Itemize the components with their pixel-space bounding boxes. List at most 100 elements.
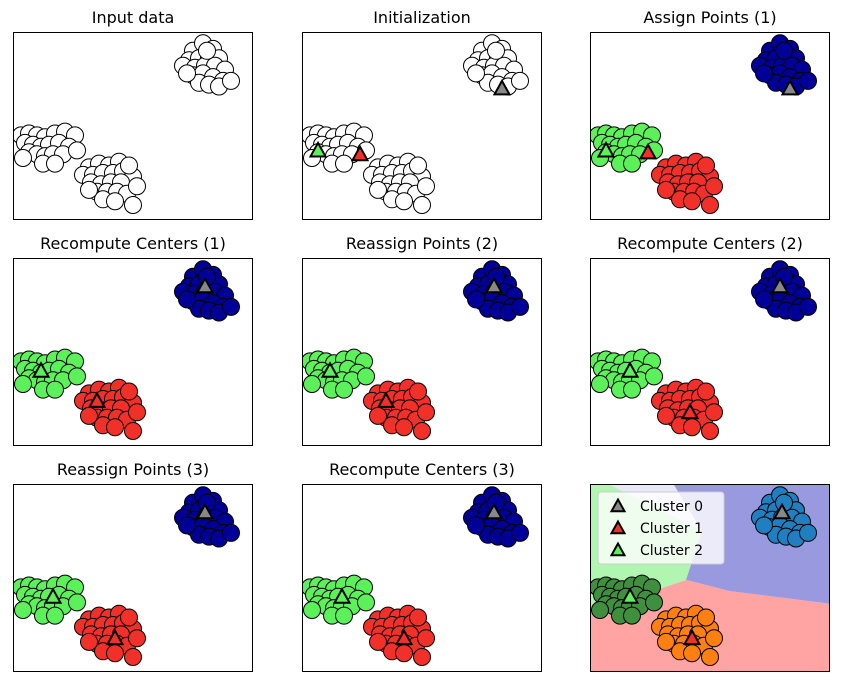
data-point [645,367,663,386]
data-point [701,648,719,666]
data-point [303,601,321,619]
cluster-center-1 [638,142,658,160]
axes-frame [590,32,830,220]
legend-label: Cluster 2 [640,543,703,559]
data-point [657,406,675,425]
data-point [701,422,719,440]
plot-area [13,486,240,666]
cluster-center-0 [780,78,800,96]
cluster-center-0 [195,502,215,520]
cluster-center-1 [680,402,700,420]
data-point [413,196,431,214]
data-point [755,290,773,309]
data-point [46,606,64,625]
data-point [335,154,353,173]
data-point [46,380,64,399]
axes-frame [302,484,542,672]
plot-area [302,260,529,440]
cluster-center-2 [31,361,51,378]
data-point [120,608,138,627]
cluster-center-1 [87,391,107,408]
plot-area [590,34,817,214]
data-point [80,180,98,199]
data-point [222,523,240,542]
data-point [623,606,641,625]
data-point [409,156,427,175]
data-point [413,648,431,666]
data-point [755,516,773,535]
cluster-center-0 [492,78,512,96]
cluster-center-2 [620,361,640,378]
data-point [120,382,138,401]
cluster-center-1 [394,628,414,646]
data-point [623,154,641,173]
cluster-center-0 [772,502,792,520]
data-point [657,632,675,651]
data-point [124,648,142,666]
data-point [705,629,723,648]
panel-title: Initialization [373,8,471,27]
panel-title: Recompute Centers (2) [617,234,803,253]
data-point [409,382,427,401]
panel-title: Reassign Points (2) [346,234,498,253]
axes-frame [13,484,253,672]
axes-frame [302,258,542,446]
data-point [357,367,375,386]
legend-marker-0 [609,497,627,513]
data-point [395,418,413,437]
data-point [697,382,715,401]
cluster-center-0 [484,276,504,294]
data-point [511,71,529,90]
data-point [46,154,64,173]
data-point [417,177,435,196]
data-point [697,156,715,175]
data-point [755,64,773,83]
data-point [369,632,387,651]
data-point [303,375,321,393]
cluster-center-1 [350,144,370,162]
data-point [357,593,375,612]
cluster-center-2 [43,587,63,604]
panel-title: Assign Points (1) [643,8,776,27]
data-point [591,375,609,393]
data-point [80,406,98,425]
data-point [409,608,427,627]
axes-frame [13,32,253,220]
data-point [222,297,240,316]
data-point [14,601,32,619]
data-point [701,196,719,214]
cluster-center-0 [195,276,215,294]
panel-title: Recompute Centers (3) [329,460,515,479]
data-point [413,422,431,440]
data-point [128,629,146,648]
data-point [591,601,609,619]
cluster-center-0 [484,502,504,520]
panel-title: Input data [92,8,175,27]
legend-label: Cluster 1 [640,521,703,537]
data-point [178,290,196,309]
data-point [14,375,32,393]
data-point [68,367,86,386]
data-point [335,380,353,399]
axes-frame [590,484,830,672]
panel-4: Recompute Centers (1) [13,234,253,446]
cluster-center-2 [332,587,352,604]
data-point [705,403,723,422]
data-point [14,149,32,167]
panel-title: Reassign Points (3) [57,460,209,479]
data-point [799,523,817,542]
axes-frame [302,32,542,220]
cluster-center-0 [770,276,790,294]
data-point [645,593,663,612]
cluster-center-2 [308,140,328,158]
panel-3: Assign Points (1) [590,8,830,220]
panel-2: Initialization [302,8,542,220]
legend-marker-1 [609,519,627,535]
panel-7: Reassign Points (3) [13,460,253,672]
data-point [623,380,641,399]
data-point [683,644,701,663]
data-point [417,403,435,422]
